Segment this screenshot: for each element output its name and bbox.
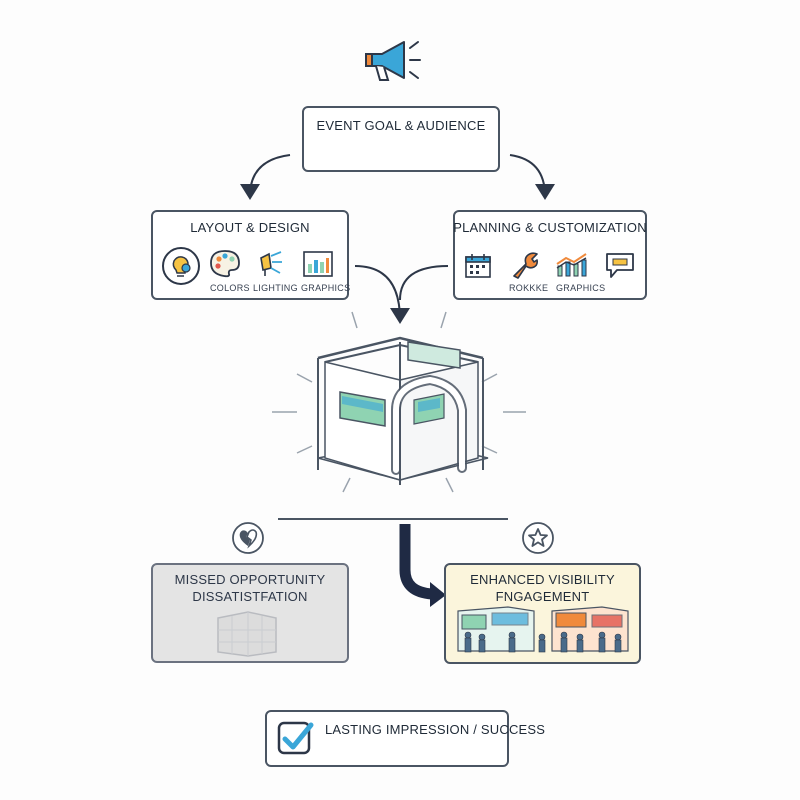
arrow-to-positive-outcome: [399, 524, 433, 600]
faded-booth-icon: [212, 608, 282, 658]
exhibition-booth-illustration: [317, 336, 489, 485]
negative-outcome-line1: MISSED OPPORTUNITY: [174, 572, 326, 587]
megaphone-icon: [362, 36, 442, 86]
planning-item-rokkke: ROKKKE: [509, 283, 549, 293]
layout-design-title: LAYOUT & DESIGN: [190, 220, 310, 235]
star-icon: [521, 521, 555, 555]
layout-item-colors: COLORS: [210, 283, 250, 293]
arrow-goal-to-layout: [240, 154, 291, 200]
layout-item-graphics: GRAPHICS: [301, 283, 351, 293]
arrow-goal-to-planning: [509, 154, 555, 200]
checkmark-icon: [275, 717, 317, 759]
broken-heart-icon: [231, 521, 265, 555]
positive-outcome-line2: FNGAGEMENT: [495, 589, 590, 604]
planning-item-graphics: GRAPHICS: [556, 283, 606, 293]
line-layout-to-booth: [354, 265, 410, 324]
negative-outcome-box: [151, 563, 349, 663]
wrench-icon: [510, 250, 540, 280]
event-goal-box: [302, 106, 500, 172]
lightbulb-gear-icon: [161, 246, 201, 286]
positive-outcome-line1: ENHANCED VISIBILITY: [470, 572, 615, 587]
event-goal-title: EVENT GOAL & AUDIENCE: [316, 118, 486, 133]
planning-customization-title: PLANNING & CUSTOMIZATION: [453, 220, 647, 235]
line-planning-to-booth: [399, 265, 449, 301]
line-chart-icon: [554, 250, 590, 280]
layout-item-lighting: LIGHTING: [253, 283, 298, 293]
bar-graphics-icon: [302, 250, 334, 278]
palette-icon: [208, 248, 242, 278]
calendar-icon: [464, 253, 492, 279]
lasting-impression-title: LASTING IMPRESSION / SUCCESS: [325, 722, 546, 737]
chat-bubble-icon: [603, 250, 637, 280]
busy-booths-illustration: [452, 605, 634, 659]
negative-outcome-line2: DISSATISTFATION: [192, 589, 308, 604]
spotlight-icon: [255, 248, 285, 278]
booth-glow-rays: [272, 311, 526, 493]
